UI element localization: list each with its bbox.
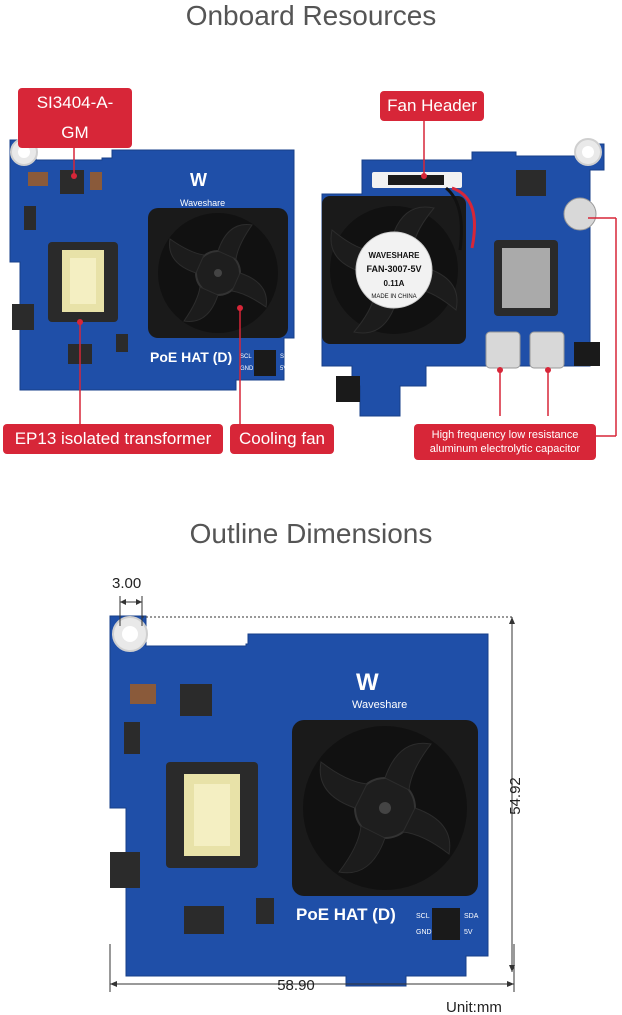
fan-sticker-brand: WAVESHARE xyxy=(369,251,421,260)
dim-width: 58.90 xyxy=(277,977,315,994)
front-board: W Waveshare PoE HAT (D) SCL SDA GND 5V xyxy=(9,138,295,391)
dimension-board: W Waveshare PoE HAT (D) SCL SDA GND 5V xyxy=(109,615,489,987)
dim-logo-icon: W xyxy=(356,669,379,696)
dim-brand: Waveshare xyxy=(352,699,407,711)
callout-capacitor-line1: High frequency low resistance xyxy=(431,429,579,441)
callout-cooling-fan: Cooling fan xyxy=(230,424,334,454)
back-board: WAVESHARE FAN-3007-5V 0.11A MADE IN CHIN… xyxy=(321,138,605,417)
dim-height: 54.92 xyxy=(507,777,524,815)
fan-sticker-origin: MADE IN CHINA xyxy=(371,294,416,300)
dim-hole-offset: 3.00 xyxy=(112,575,141,592)
callout-fan-header: Fan Header xyxy=(380,91,484,121)
dim-pin-header: SCL SDA GND 5V xyxy=(416,908,479,940)
svg-text:5V: 5V xyxy=(280,366,287,372)
svg-text:SCL: SCL xyxy=(416,913,430,920)
front-logo-icon: W xyxy=(190,170,207,190)
fan-sticker-model: FAN-3007-5V xyxy=(366,264,421,274)
fan-sticker-current: 0.11A xyxy=(384,279,405,288)
svg-text:SCL: SCL xyxy=(240,354,252,360)
front-model-label: PoE HAT (D) xyxy=(150,349,232,365)
onboard-resources-diagram: W Waveshare PoE HAT (D) SCL SDA GND 5V W… xyxy=(9,116,617,437)
callout-capacitor: High frequency low resistance aluminum e… xyxy=(414,424,596,460)
callout-mosfet: SI3404-A-GM xyxy=(18,88,132,148)
leader-lines xyxy=(73,116,617,437)
svg-text:SDA: SDA xyxy=(464,913,479,920)
dim-model-label: PoE HAT (D) xyxy=(296,905,396,924)
dim-transformer xyxy=(166,762,258,868)
dim-unit: Unit:mm xyxy=(446,999,502,1015)
svg-text:5V: 5V xyxy=(464,929,473,936)
fan-sticker xyxy=(355,231,433,309)
callout-capacitor-line2: aluminum electrolytic capacitor xyxy=(429,443,581,455)
svg-text:GND: GND xyxy=(240,366,254,372)
svg-text:SDA: SDA xyxy=(280,354,292,360)
callout-transformer: EP13 isolated transformer xyxy=(3,424,223,454)
front-brand: Waveshare xyxy=(180,198,225,208)
outline-dimensions-title: Outline Dimensions xyxy=(189,518,433,549)
svg-text:GND: GND xyxy=(416,929,432,936)
mosfet-chip xyxy=(60,170,84,194)
front-pin-header: SCL SDA GND 5V xyxy=(240,350,292,376)
dimension-lines xyxy=(109,596,515,992)
dim-fan xyxy=(292,720,478,896)
electrolytic-capacitors xyxy=(485,331,600,369)
onboard-resources-title: Onboard Resources xyxy=(185,0,437,31)
